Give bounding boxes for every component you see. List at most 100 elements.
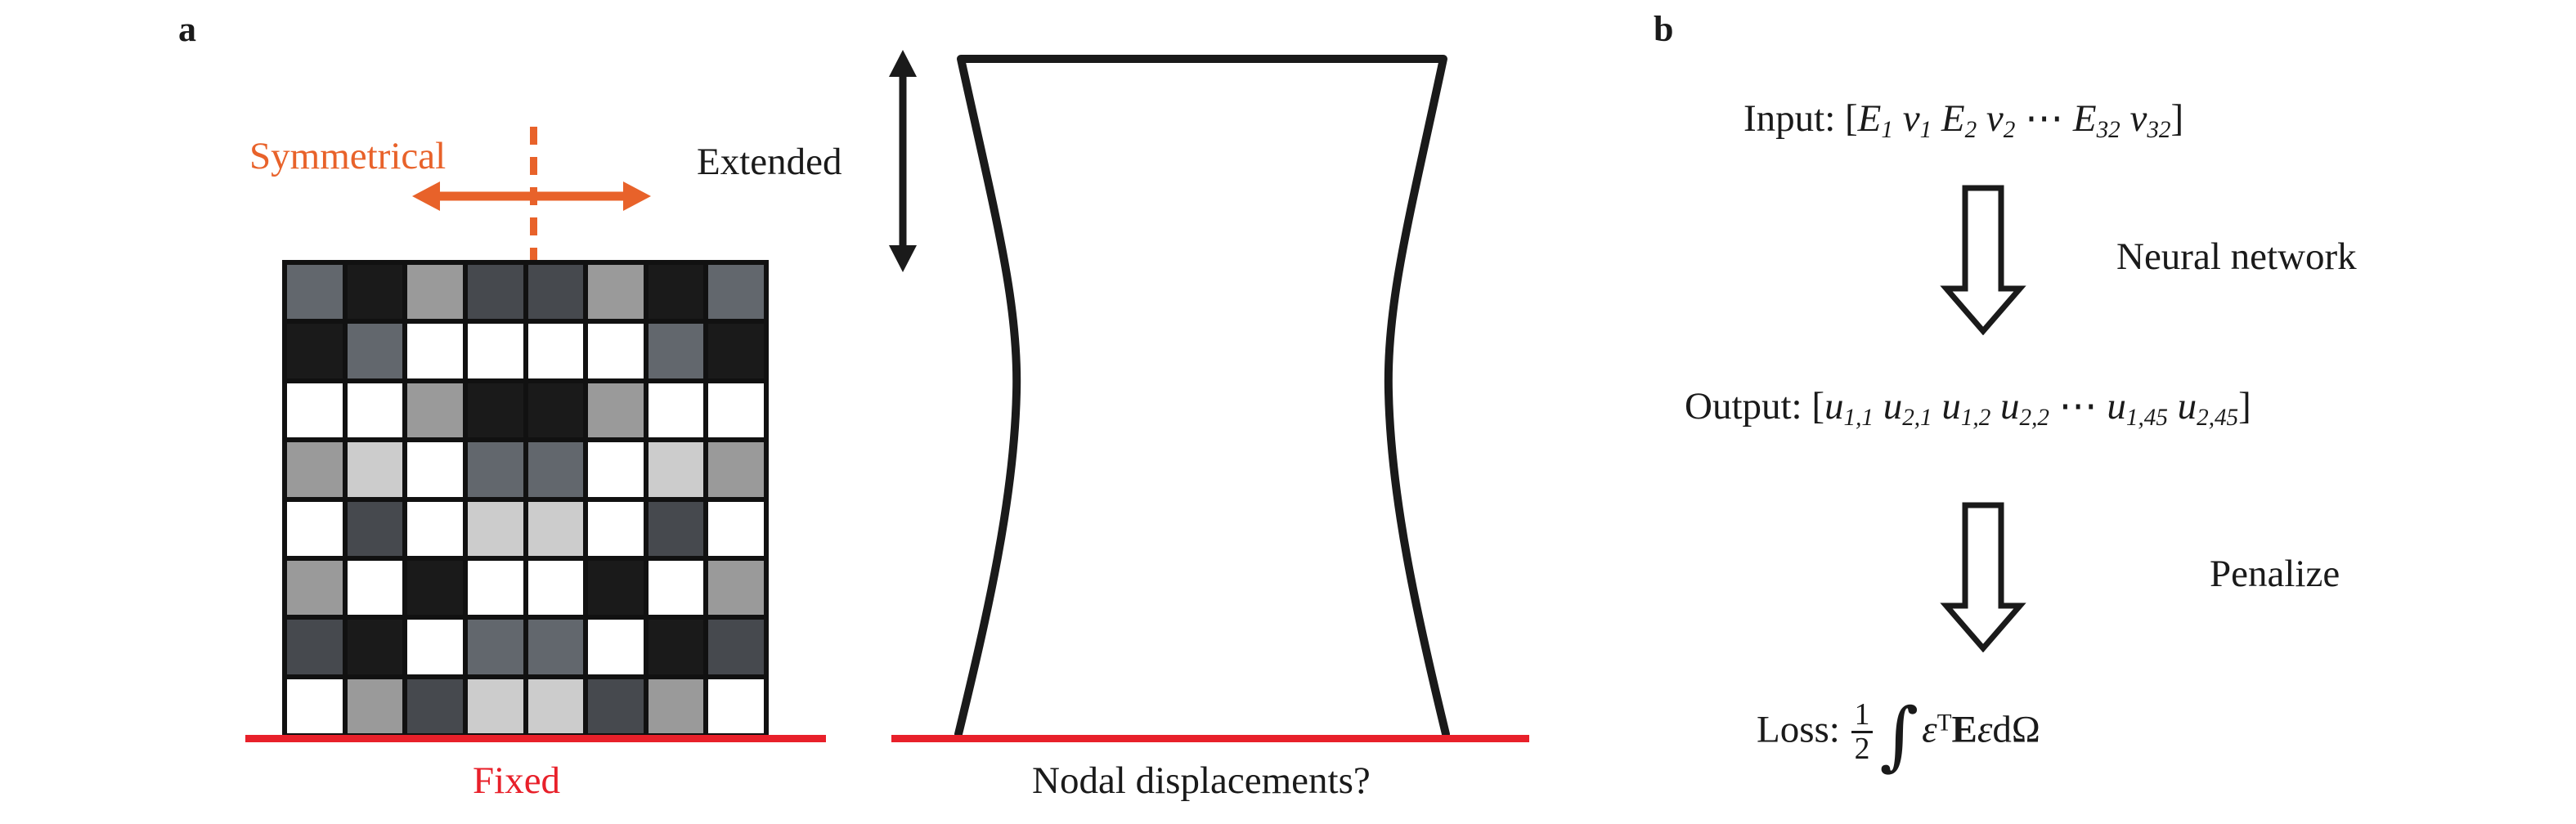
grid-cell-r7-c2 xyxy=(347,620,403,674)
panel-a-letter: a xyxy=(178,9,196,49)
grid-cell-r3-c7 xyxy=(648,383,704,438)
input-tail-sub-1: 32 xyxy=(2147,117,2171,144)
grid-cell-r4-c6 xyxy=(588,442,644,497)
grid-cell-r1-c5 xyxy=(527,265,584,320)
grid-cell-r4-c3 xyxy=(407,442,463,497)
output-sub-0: 1,1 xyxy=(1843,405,1874,432)
fixed-support-line-left xyxy=(245,735,826,742)
grid-cell-r2-c4 xyxy=(467,324,523,378)
grid-cell-r4-c1 xyxy=(287,442,343,497)
grid-cell-r8-c1 xyxy=(287,678,343,733)
grid-cell-r7-c4 xyxy=(467,620,523,674)
output-sub-1: 2,1 xyxy=(1902,405,1932,432)
grid-cell-r4-c7 xyxy=(648,442,704,497)
grid-cell-r2-c7 xyxy=(648,324,704,378)
grid-cell-r8-c4 xyxy=(467,678,523,733)
output-term-1: u xyxy=(1883,385,1903,428)
domain-measure: dΩ xyxy=(1992,708,2040,751)
grid-cell-r8-c7 xyxy=(648,678,704,733)
grid-cell-r4-c8 xyxy=(708,442,764,497)
input-tail-sub-0: 32 xyxy=(2096,117,2120,144)
grid-cell-r5-c2 xyxy=(347,501,403,556)
grid-cell-r1-c6 xyxy=(588,265,644,320)
input-vector-expression: Input: [E1 v1 E2 v2 ⋯ E32 v32] xyxy=(1744,100,2183,142)
grid-cell-r3-c1 xyxy=(287,383,343,438)
symmetrical-label: Symmetrical xyxy=(249,135,447,177)
deformed-specimen-outline xyxy=(954,55,1450,738)
grid-cell-r8-c6 xyxy=(588,678,644,733)
grid-cell-r7-c7 xyxy=(648,620,704,674)
input-tail-term-1: v xyxy=(2129,97,2147,140)
output-term-2: u xyxy=(1941,385,1961,428)
output-term-3: u xyxy=(2000,385,2020,428)
output-term-0: u xyxy=(1824,385,1844,428)
output-tail-sub-0: 1,45 xyxy=(2125,405,2168,432)
grid-cell-r5-c4 xyxy=(467,501,523,556)
grid-cell-r4-c5 xyxy=(527,442,584,497)
grid-cell-r2-c2 xyxy=(347,324,403,378)
output-sub-3: 2,2 xyxy=(2019,405,2049,432)
grid-cell-r3-c5 xyxy=(527,383,584,438)
fixed-support-line-right xyxy=(891,735,1529,742)
grid-cell-r6-c6 xyxy=(588,560,644,616)
grid-cell-r2-c5 xyxy=(527,324,584,378)
grid-cell-r6-c4 xyxy=(467,560,523,616)
fraction-numerator: 1 xyxy=(1854,697,1870,732)
grid-cell-r2-c8 xyxy=(708,324,764,378)
penalize-block-arrow-icon xyxy=(1940,502,2026,652)
grid-cell-r1-c8 xyxy=(708,265,764,320)
grid-cell-r3-c8 xyxy=(708,383,764,438)
grid-cell-r6-c8 xyxy=(708,560,764,616)
stiffness-matrix-E: E xyxy=(1951,708,1977,751)
input-sub-0: 1 xyxy=(1881,117,1893,144)
output-ellipsis: ⋯ xyxy=(2058,385,2098,428)
grid-cell-r6-c2 xyxy=(347,560,403,616)
output-prefix: Output: [ xyxy=(1685,385,1825,428)
grid-cell-r2-c3 xyxy=(407,324,463,378)
input-tail-term-0: E xyxy=(2072,97,2097,140)
grid-cell-r1-c1 xyxy=(287,265,343,320)
grid-cell-r8-c8 xyxy=(708,678,764,733)
grid-cell-r2-c1 xyxy=(287,324,343,378)
transpose-superscript: T xyxy=(1936,710,1952,737)
neural-network-label: Neural network xyxy=(2116,235,2357,278)
grid-cell-r1-c3 xyxy=(407,265,463,320)
output-sub-2: 1,2 xyxy=(1960,405,1991,432)
grid-cell-r5-c8 xyxy=(708,501,764,556)
grid-cell-r5-c5 xyxy=(527,501,584,556)
grid-cell-r1-c4 xyxy=(467,265,523,320)
output-suffix: ] xyxy=(2238,385,2251,428)
grid-cell-r6-c1 xyxy=(287,560,343,616)
fraction-denominator: 2 xyxy=(1851,730,1874,765)
strain-epsilon-2: ε xyxy=(1977,708,1993,751)
output-tail-term-1: u xyxy=(2177,385,2197,428)
penalize-label: Penalize xyxy=(2210,553,2340,595)
grid-cell-r7-c3 xyxy=(407,620,463,674)
loss-prefix: Loss: xyxy=(1757,708,1850,751)
input-term-2: E xyxy=(1941,97,1965,140)
nodal-displacements-label: Nodal displacements? xyxy=(1032,759,1371,802)
input-ellipsis: ⋯ xyxy=(2025,97,2064,140)
fixed-label: Fixed xyxy=(473,759,561,802)
grid-cell-r3-c3 xyxy=(407,383,463,438)
grid-cell-r8-c3 xyxy=(407,678,463,733)
grid-cell-r5-c3 xyxy=(407,501,463,556)
grid-cell-r7-c5 xyxy=(527,620,584,674)
grid-cell-r5-c1 xyxy=(287,501,343,556)
input-sub-3: 2 xyxy=(2003,117,2016,144)
grid-cell-r8-c5 xyxy=(527,678,584,733)
grid-cell-r2-c6 xyxy=(588,324,644,378)
input-term-3: v xyxy=(1986,97,2004,140)
grid-cell-r4-c4 xyxy=(467,442,523,497)
grid-cell-r6-c5 xyxy=(527,560,584,616)
grid-cell-r5-c7 xyxy=(648,501,704,556)
output-tail-term-0: u xyxy=(2107,385,2126,428)
input-sub-1: 1 xyxy=(1919,117,1932,144)
grid-cell-r3-c6 xyxy=(588,383,644,438)
grid-cell-r7-c1 xyxy=(287,620,343,674)
input-prefix: Input: [ xyxy=(1744,97,1858,140)
material-distribution-grid xyxy=(282,260,769,738)
grid-cell-r3-c2 xyxy=(347,383,403,438)
